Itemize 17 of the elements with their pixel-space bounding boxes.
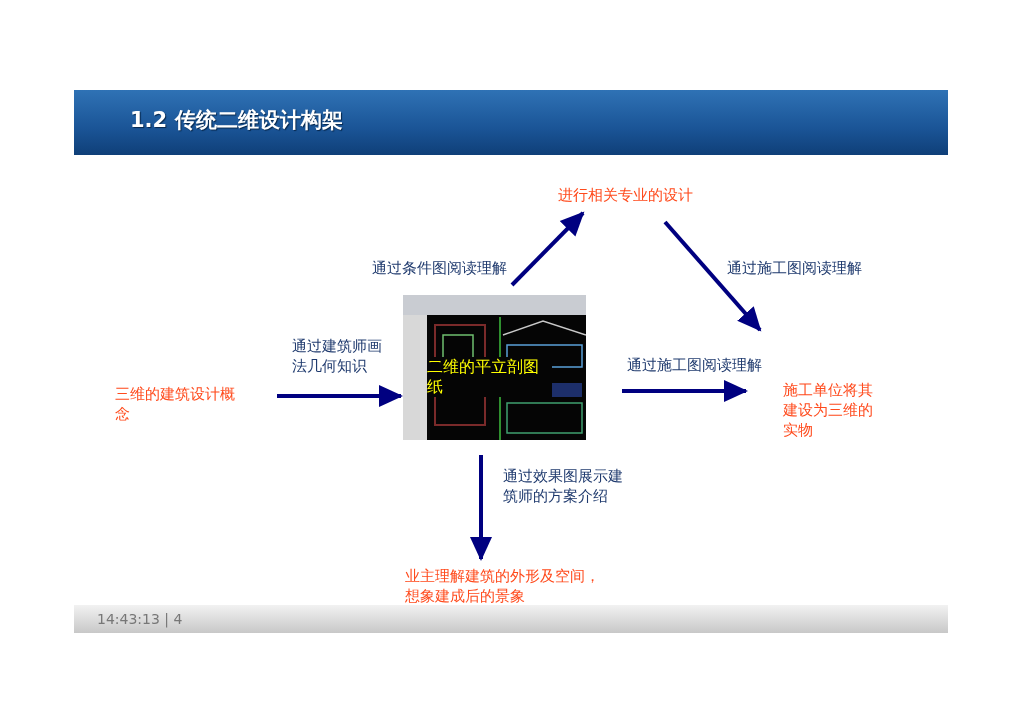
edge-label: 通过施工图阅读理解 bbox=[627, 355, 763, 375]
footer-text: 14:43:13 | 4 bbox=[97, 611, 183, 627]
edge-label: 通过条件图阅读理解 bbox=[372, 258, 508, 278]
node-label: 进行相关专业的设计 bbox=[558, 185, 694, 205]
arrow bbox=[470, 455, 492, 561]
edge-label: 通过施工图阅读理解 bbox=[727, 258, 863, 278]
arrow bbox=[663, 220, 762, 332]
edge-label: 通过建筑师画法几何知识 bbox=[292, 336, 383, 376]
title: 1.2 传统二维设计构架 bbox=[130, 107, 343, 134]
node-label: 三维的建筑设计概念 bbox=[115, 384, 236, 424]
node-label: 施工单位将其建设为三维的实物 bbox=[783, 380, 874, 440]
node-label: 二维的平立剖图纸 bbox=[427, 357, 552, 397]
arrow bbox=[510, 211, 585, 287]
node-label: 业主理解建筑的外形及空间，想象建成后的景象 bbox=[405, 566, 601, 606]
edge-label: 通过效果图展示建筑师的方案介绍 bbox=[503, 466, 624, 506]
arrow bbox=[622, 380, 748, 402]
arrow bbox=[277, 385, 403, 407]
